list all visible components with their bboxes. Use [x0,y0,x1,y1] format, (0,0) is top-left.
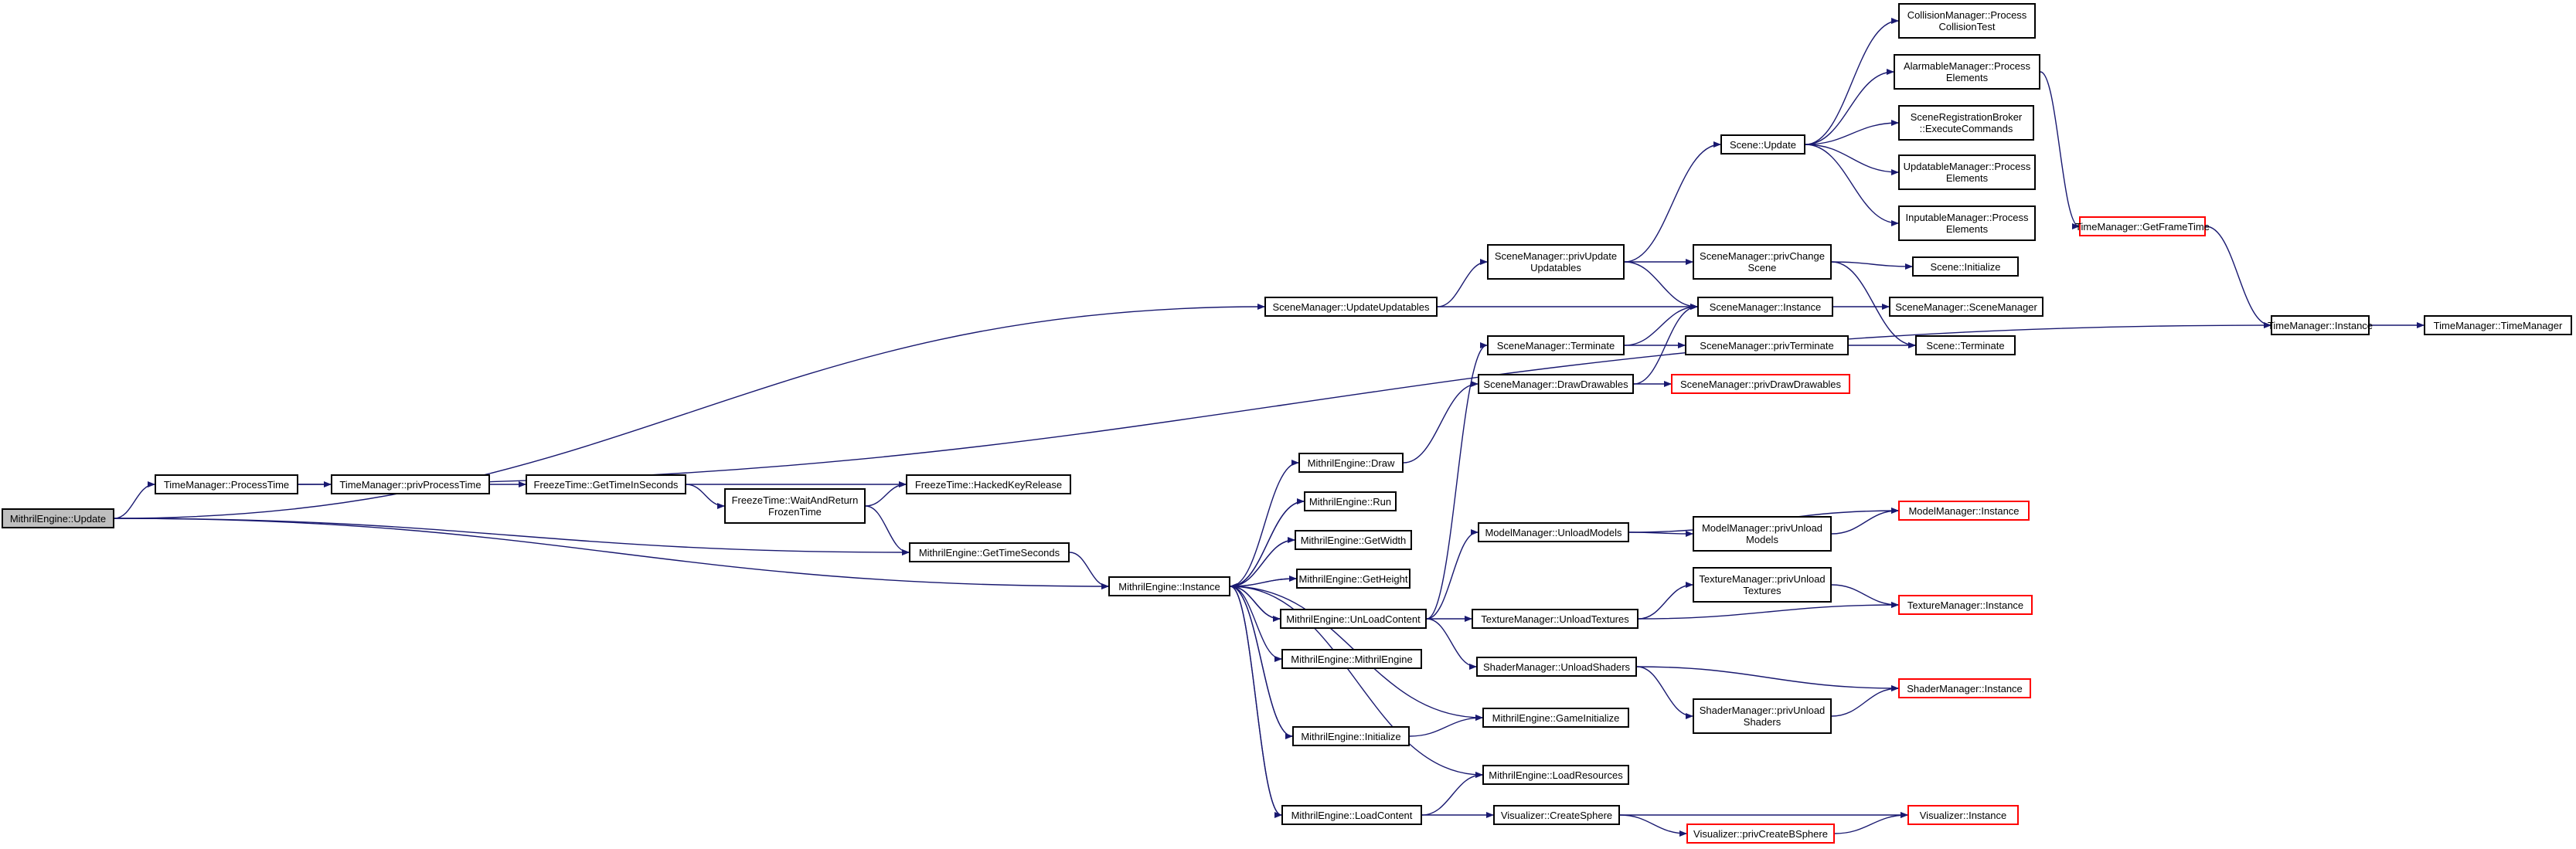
call-edge-arrow [1805,144,1899,226]
call-edge-arrow [1403,381,1479,464]
function-node[interactable]: SceneManager::Terminate [1487,335,1625,355]
function-node[interactable]: TimeManager::Instance [2268,315,2373,335]
function-node[interactable]: Scene::Update [1720,134,1805,155]
call-edge-arrow [1805,144,1899,175]
function-node[interactable]: Scene::Initialize [1912,256,2019,277]
call-edge-arrow [1230,586,1282,662]
call-edge-arrow [865,505,910,555]
function-node[interactable]: SceneManager::privUpdate Updatables [1487,244,1625,280]
call-edge-arrow [1230,583,1282,816]
call-edge-arrow [1069,552,1109,589]
function-node[interactable]: SceneManager::privDrawDrawables [1671,374,1850,394]
function-node[interactable]: TimeManager::GetFrameTime [2075,216,2210,236]
call-edge-arrow [1636,666,1693,719]
function-node[interactable]: Visualizer::CreateSphere [1493,805,1620,825]
function-node[interactable]: SceneManager::Instance [1697,297,1833,317]
call-edge-arrow [1834,812,1908,834]
function-node[interactable]: SceneRegistrationBroker ::ExecuteCommand… [1898,105,2034,141]
function-node[interactable]: SceneManager::privTerminate [1685,335,1849,355]
call-edge-arrow [1230,578,1297,589]
function-node[interactable]: TextureManager::UnloadTextures [1472,609,1638,629]
call-edge-arrow [865,481,907,507]
function-node[interactable]: ModelManager::Instance [1898,501,2030,521]
function-node[interactable]: MithrilEngine::GetWidth [1295,530,1412,550]
function-node[interactable]: MithrilEngine::Instance [1108,576,1230,596]
function-node[interactable]: MithrilEngine::Initialize [1292,726,1410,746]
function-node[interactable]: MithrilEngine::GetHeight [1296,569,1411,589]
call-edge-arrow [1437,259,1488,307]
call-edge-arrow [1831,508,1899,535]
call-edge-arrow [1426,618,1477,670]
call-edge-arrow [1805,69,1894,145]
function-node[interactable]: ShaderManager::privUnload Shaders [1693,698,1832,734]
call-edge-arrow [1426,529,1479,620]
call-edge-arrow [2040,71,2080,229]
function-node[interactable]: ShaderManager::UnloadShaders [1476,657,1637,677]
function-node[interactable]: ModelManager::UnloadModels [1478,522,1629,542]
call-edge-arrow [1636,666,1899,691]
call-edge-arrow [1230,460,1299,587]
function-node[interactable]: TimeManager::TimeManager [2424,315,2572,335]
function-node[interactable]: InputableManager::Process Elements [1898,205,2036,241]
call-edge-arrow [1805,120,1899,145]
function-node[interactable]: FreezeTime::WaitAndReturn FrozenTime [724,488,866,524]
call-edge-arrow [1426,342,1488,620]
function-node[interactable]: MithrilEngine::Update [2,508,114,528]
call-edge-arrow [114,304,1265,519]
call-edge-arrow [1421,772,1483,816]
call-edge-arrow [1638,582,1693,620]
call-edge-arrow [114,481,155,519]
call-edge-arrow [1831,261,1916,348]
function-node[interactable]: TimeManager::privProcessTime [331,474,490,494]
call-edge-arrow [2205,226,2271,328]
call-edge-arrow [1230,583,1293,737]
function-node[interactable]: TimeManager::ProcessTime [155,474,298,494]
call-edge-arrow [1624,141,1721,263]
function-node[interactable]: Visualizer::Instance [1907,805,2019,825]
call-edge-arrow [1230,586,1483,778]
call-edge-arrow [1409,715,1483,737]
function-node[interactable]: AlarmableManager::Process Elements [1894,54,2040,90]
function-node[interactable]: SceneManager::DrawDrawables [1478,374,1634,394]
function-node[interactable]: MithrilEngine::Draw [1298,453,1404,473]
call-edge-arrow [1624,261,1698,310]
function-node[interactable]: ModelManager::privUnload Models [1693,516,1832,552]
function-node[interactable]: MithrilEngine::LoadResources [1482,765,1629,785]
function-node[interactable]: UpdatableManager::Process Elements [1898,155,2036,190]
function-node[interactable]: FreezeTime::HackedKeyRelease [906,474,1071,494]
call-edge-arrow [686,484,725,509]
call-edge-arrow [1633,304,1698,385]
function-node[interactable]: ShaderManager::Instance [1898,678,2031,698]
call-edge-arrow [1831,685,1899,717]
function-node[interactable]: Scene::Terminate [1915,335,2016,355]
function-node[interactable]: SceneManager::privChange Scene [1693,244,1832,280]
function-node[interactable]: CollisionManager::Process CollisionTest [1898,3,2036,39]
call-edge-arrow [1831,584,1899,608]
function-node[interactable]: SceneManager::UpdateUpdatables [1264,297,1438,317]
function-node[interactable]: FreezeTime::GetTimeInSeconds [526,474,686,494]
call-edge-arrow [1619,814,1687,837]
function-node[interactable]: TextureManager::privUnload Textures [1693,567,1832,603]
call-edge-arrow [1230,583,1281,620]
call-edge-arrow [1831,261,1913,270]
call-edge-arrow [1638,602,1899,620]
function-node[interactable]: MithrilEngine::GameInitialize [1482,708,1629,728]
function-node[interactable]: MithrilEngine::LoadContent [1281,805,1422,825]
function-node[interactable]: MithrilEngine::MithrilEngine [1281,649,1422,669]
function-node[interactable]: MithrilEngine::GetTimeSeconds [909,542,1070,562]
call-edge-arrow [1624,304,1698,346]
function-node[interactable]: MithrilEngine::Run [1304,491,1397,511]
function-node[interactable]: MithrilEngine::UnLoadContent [1280,609,1427,629]
call-edge-arrow [1230,501,1305,589]
call-edge-arrow [298,322,2271,485]
call-edge-arrow [1805,18,1899,145]
function-node[interactable]: Visualizer::privCreateBSphere [1686,824,1835,844]
call-edge-arrow [114,518,1109,589]
function-node[interactable]: TextureManager::Instance [1898,595,2033,615]
function-node[interactable]: SceneManager::SceneManager [1889,297,2043,317]
call-edge-arrow [1230,539,1295,589]
